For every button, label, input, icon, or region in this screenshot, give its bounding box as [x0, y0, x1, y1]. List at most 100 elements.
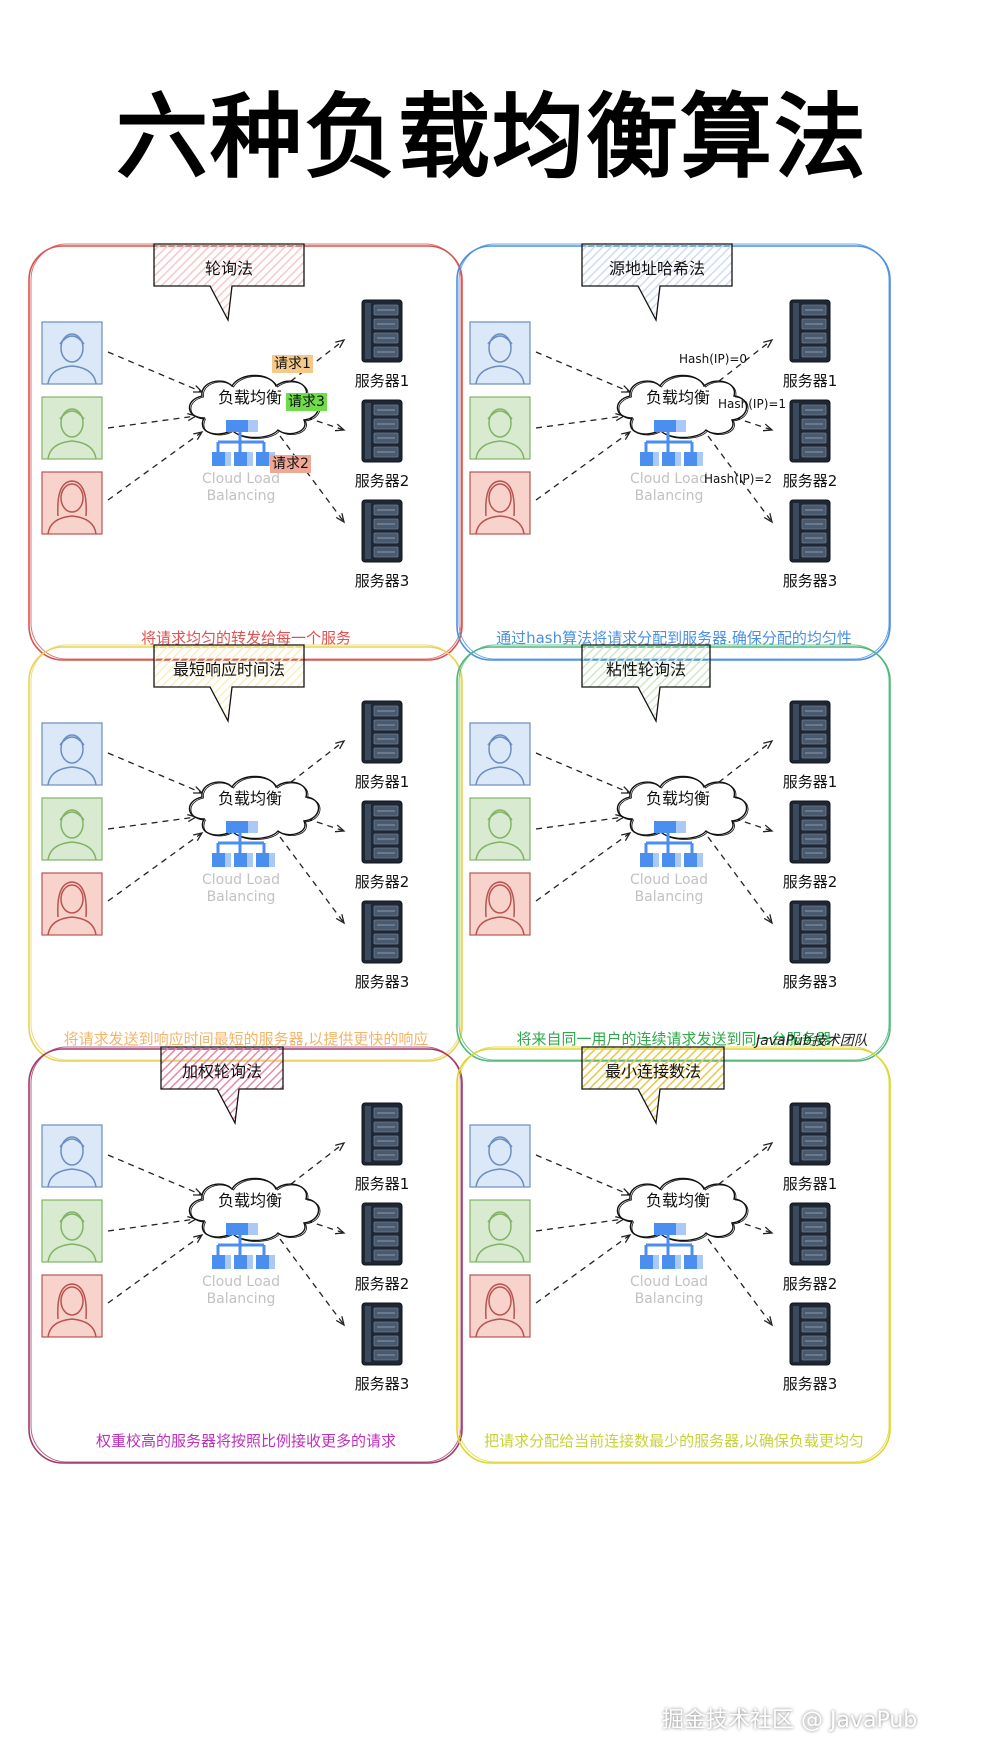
team-signature: JavaPub技术团队	[756, 1033, 868, 1049]
server-label: 服务器3	[354, 1375, 410, 1393]
server-rack-icon	[789, 1302, 831, 1366]
panel-frame	[28, 644, 463, 1062]
user-avatar-icon	[469, 722, 531, 786]
panel-frame	[28, 1046, 463, 1464]
network-tree-icon	[212, 1223, 275, 1269]
user-avatar-icon	[469, 471, 531, 535]
server-label: 服务器2	[782, 472, 838, 490]
user-avatar-icon	[41, 1274, 103, 1338]
server-label: 服务器1	[354, 1175, 410, 1193]
load-balancer-label: 负载均衡	[217, 1191, 282, 1210]
cloud-caption: Balancing	[206, 889, 276, 905]
panel-weighted-round-robin: 加权轮询法 权重校高的服务器将按照比例接收更多的请求 负载均衡 Cloud Loa…	[26, 1045, 466, 1465]
user-avatar-icon	[469, 872, 531, 936]
user-avatar-icon	[469, 1274, 531, 1338]
title-callout	[581, 243, 733, 323]
page-title: 六种负载均衡算法	[115, 84, 868, 191]
panel-frame	[456, 243, 891, 661]
panel-title: 最小连接数法	[604, 1062, 701, 1081]
panel-footer: 通过hash算法将请求分配到服务器.确保分配的均匀性	[496, 629, 852, 647]
server-rack-icon	[361, 900, 403, 964]
cloud-caption: Cloud Load	[629, 872, 709, 888]
network-tree-icon	[212, 821, 275, 867]
user-avatar-icon	[469, 1199, 531, 1263]
server-label: 服务器1	[354, 773, 410, 791]
request-tag: 请求1	[272, 355, 313, 373]
server-rack-icon	[789, 900, 831, 964]
cloud-caption: Balancing	[634, 889, 704, 905]
server-label: 服务器3	[782, 1375, 838, 1393]
cloud-icon	[616, 374, 749, 439]
network-tree-icon	[640, 821, 703, 867]
network-tree-icon	[640, 420, 703, 466]
panel-footer: 将来自同一用户的连续请求发送到同一台服务器	[516, 1030, 832, 1048]
load-balancer-label: 负载均衡	[217, 388, 282, 407]
server-label: 服务器1	[782, 773, 838, 791]
panel-footer: 把请求分配给当前连接数最少的服务器,以确保负载更均匀	[484, 1432, 864, 1450]
panel-title: 粘性轮询法	[605, 660, 686, 679]
user-avatar-icon	[41, 872, 103, 936]
request-tag: 请求3	[286, 393, 327, 411]
server-rack-icon	[361, 800, 403, 864]
server-label: 服务器3	[782, 973, 838, 991]
server-rack-icon	[361, 399, 403, 463]
server-label: 服务器2	[782, 873, 838, 891]
server-rack-icon	[789, 700, 831, 764]
server-rack-icon	[789, 800, 831, 864]
server-rack-icon	[361, 1302, 403, 1366]
cloud-caption: Balancing	[206, 1291, 276, 1307]
user-avatar-icon	[469, 797, 531, 861]
server-rack-icon	[361, 499, 403, 563]
panel-frame	[456, 1046, 891, 1464]
network-tree-icon	[640, 1223, 703, 1269]
cloud-caption: Cloud Load	[201, 1274, 281, 1290]
server-label: 服务器2	[782, 1275, 838, 1293]
user-avatar-icon	[41, 321, 103, 385]
request-tag: 请求2	[270, 455, 311, 473]
user-avatar-icon	[41, 722, 103, 786]
user-avatar-icon	[41, 396, 103, 460]
cloud-icon	[188, 775, 321, 840]
server-rack-icon	[361, 700, 403, 764]
title-callout	[153, 243, 305, 323]
server-rack-icon	[361, 1202, 403, 1266]
hash-label: Hash(IP)=2	[704, 472, 773, 486]
panel-title: 加权轮询法	[181, 1062, 262, 1081]
user-avatar-icon	[469, 396, 531, 460]
title-callout	[581, 644, 711, 724]
server-rack-icon	[361, 299, 403, 363]
cloud-caption: Balancing	[634, 1291, 704, 1307]
server-rack-icon	[361, 1102, 403, 1166]
server-label: 服务器2	[354, 1275, 410, 1293]
cloud-caption: Balancing	[206, 488, 276, 504]
server-rack-icon	[789, 1202, 831, 1266]
user-avatar-icon	[41, 471, 103, 535]
server-label: 服务器1	[782, 372, 838, 390]
user-avatar-icon	[469, 1124, 531, 1188]
panel-footer: 将请求发送到响应时间最短的服务器,以提供更快的响应	[63, 1030, 429, 1048]
server-label: 服务器1	[782, 1175, 838, 1193]
server-label: 服务器3	[354, 572, 410, 590]
panel-source-hash: 源地址哈希法 通过hash算法将请求分配到服务器.确保分配的均匀性 负载均衡 Cl…	[454, 242, 894, 662]
title-callout	[581, 1046, 725, 1126]
cloud-caption: Cloud Load	[201, 471, 281, 487]
panel-footer: 权重校高的服务器将按照比例接收更多的请求	[95, 1432, 396, 1450]
server-label: 服务器2	[354, 472, 410, 490]
cloud-icon	[616, 1177, 749, 1242]
panel-frame	[456, 644, 891, 1062]
panel-title: 源地址哈希法	[608, 259, 705, 278]
user-avatar-icon	[41, 1199, 103, 1263]
server-rack-icon	[789, 399, 831, 463]
cloud-caption: Cloud Load	[629, 471, 709, 487]
cloud-icon	[616, 775, 749, 840]
network-tree-icon	[212, 420, 275, 466]
panel-title: 轮询法	[204, 259, 253, 278]
load-balancer-label: 负载均衡	[645, 388, 710, 407]
title-callout	[153, 644, 305, 724]
server-label: 服务器3	[782, 572, 838, 590]
